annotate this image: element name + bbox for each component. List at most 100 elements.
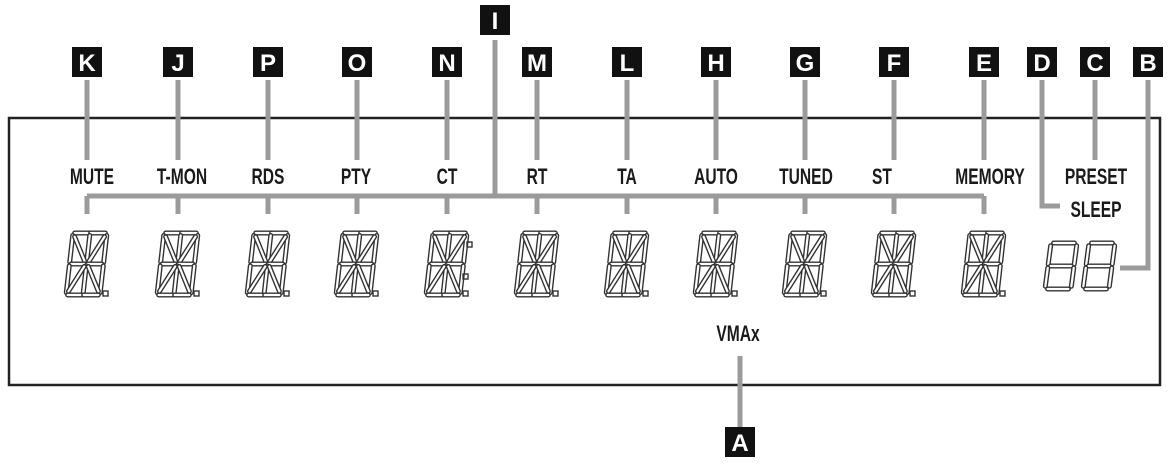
callout-d: D <box>1027 47 1057 77</box>
digit-segment-inner <box>159 234 165 264</box>
decimal-point <box>193 290 200 297</box>
digit-segment-inner <box>337 265 356 293</box>
digit-segment-inner <box>639 264 645 294</box>
callout-g: G <box>790 47 820 77</box>
digit-segment-inner <box>280 264 286 294</box>
indicator-st: ST <box>872 166 892 190</box>
indicator-pty: PTY <box>341 166 372 190</box>
callout-f: F <box>879 47 909 77</box>
callout-l: L <box>612 47 642 77</box>
digit-segment-inner <box>193 234 199 264</box>
digit-segment-inner <box>156 264 162 294</box>
digit-segment-inner <box>716 265 729 293</box>
digit-segment-inner <box>87 235 106 263</box>
digit-segment-inner <box>805 235 824 263</box>
digit-segment-inner <box>518 234 524 264</box>
callout-badge <box>701 47 731 77</box>
digit-segment-inner <box>607 265 626 293</box>
indicator-auto: AUTO <box>694 166 738 190</box>
digit-segment-inner <box>889 264 895 294</box>
digit-segment-inner <box>343 235 356 263</box>
indicator-vmax: VMAx <box>716 323 760 347</box>
callout-badge <box>342 47 372 77</box>
digit-segment-inner <box>517 265 536 293</box>
colon-dot <box>462 273 469 280</box>
indicator-mute: MUTE <box>70 166 114 190</box>
digit-segment-inner <box>462 234 468 264</box>
callout-letter: K <box>78 50 96 77</box>
callout-letter: L <box>620 50 635 77</box>
colon-dot <box>466 241 473 248</box>
digit-segment-inner <box>694 264 700 294</box>
digit-segment-inner <box>1108 266 1113 288</box>
digit-segment-inner <box>982 234 988 264</box>
indicator-ta: TA <box>617 166 637 190</box>
digit-segment-inner <box>65 264 71 294</box>
digit-segment-inner <box>909 234 915 264</box>
decimal-point <box>909 290 916 297</box>
digit-segment-inner <box>1085 244 1090 266</box>
digit-segment-inner <box>1044 266 1049 288</box>
digit-segment-inner <box>176 234 182 264</box>
callout-letter: F <box>887 50 902 77</box>
digit-segment-inner <box>711 264 717 294</box>
callout-badge <box>480 5 510 35</box>
digit-segment-inner <box>442 264 448 294</box>
callout-n: N <box>432 47 462 77</box>
callout-letter: J <box>171 50 184 77</box>
seven-segment-digit <box>1042 240 1080 292</box>
decimal-point <box>372 290 379 297</box>
leader-d <box>1039 80 1060 209</box>
callout-letter: N <box>438 50 455 77</box>
digit-segment-inner <box>173 264 179 294</box>
decimal-point <box>462 290 469 297</box>
digit-segment-inner <box>892 234 898 264</box>
digit-segment-inner <box>984 265 997 293</box>
digit-segment-inner <box>970 235 983 263</box>
digit-segment-inner <box>728 264 734 294</box>
display-panel <box>7 116 1162 387</box>
digit-segment-inner <box>266 234 272 264</box>
digit-segment-inner <box>433 235 446 263</box>
digit-segment-inner <box>984 235 1003 263</box>
callout-o: O <box>342 47 372 77</box>
digit-segment-inner <box>178 265 191 293</box>
callout-badge <box>163 47 193 77</box>
character-digit <box>423 230 473 298</box>
callout-badge <box>432 47 462 77</box>
callout-letter: A <box>731 430 748 457</box>
callout-m: M <box>522 47 552 77</box>
decimal-point <box>731 290 738 297</box>
character-digit <box>692 230 739 298</box>
digit-segment-inner <box>791 235 804 263</box>
digit-segment-inner <box>532 264 538 294</box>
digit-segment-inner <box>817 264 823 294</box>
digit-segment-inner <box>605 264 611 294</box>
callout-letter: G <box>796 50 815 77</box>
digit-segment-inner <box>369 264 375 294</box>
digit-segment-inner <box>178 235 197 263</box>
digit-segment-inner <box>268 265 281 293</box>
digit-segment-inner <box>249 234 255 264</box>
callout-badge <box>879 47 909 77</box>
digit-segment-inner <box>158 265 177 293</box>
digit-segment-inner <box>428 234 434 264</box>
indicator-sleep: SLEEP <box>1070 199 1121 223</box>
callout-badge <box>612 47 642 77</box>
callout-badge <box>1080 47 1110 77</box>
digit-segment-inner <box>608 234 614 264</box>
character-digit <box>870 230 917 298</box>
callout-letter: I <box>492 8 499 35</box>
digit-segment-inner <box>622 264 628 294</box>
digit-segment-inner <box>714 234 720 264</box>
decimal-point <box>999 290 1006 297</box>
digit-segment-inner <box>87 265 100 293</box>
digit-segment-inner <box>372 234 378 264</box>
digit-segment-inner <box>263 264 269 294</box>
digit-segment-inner <box>1047 244 1052 266</box>
digit-segment-inner <box>549 264 555 294</box>
callout-badge <box>1027 47 1057 77</box>
indicator-ct: CT <box>437 166 458 190</box>
